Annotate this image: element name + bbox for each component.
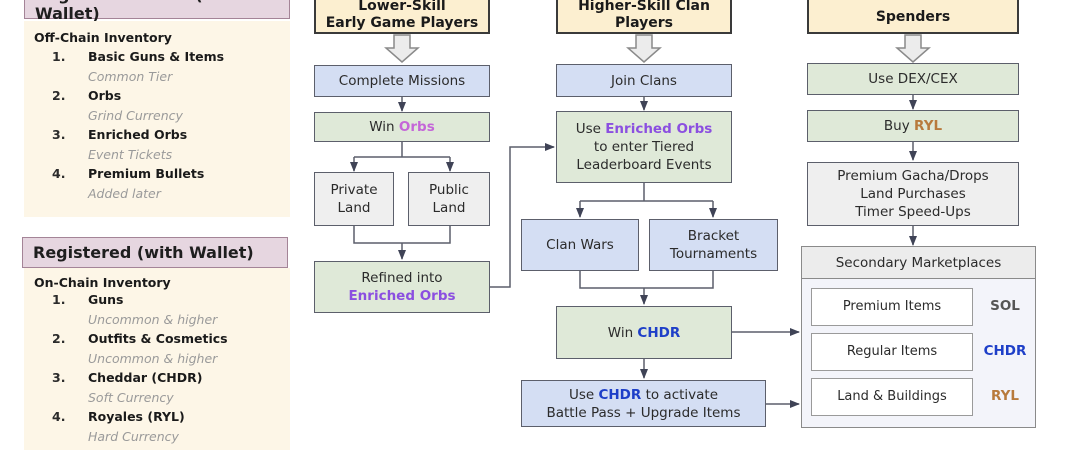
no-wallet-panel-title: Registered Users (No Wallet) — [24, 0, 290, 23]
use-chdr-battle-pass-box: Use CHDR to activate Battle Pass + Upgra… — [521, 380, 766, 427]
off-chain-inventory-title: Off-Chain Inventory — [34, 30, 172, 45]
hollow-arrow-col2 — [626, 34, 662, 63]
hollow-arrow-col3 — [895, 34, 931, 63]
inventory-item: 3.Cheddar (CHDR) Soft Currency — [52, 370, 203, 405]
win-orbs-box: Win Orbs — [314, 112, 490, 142]
marketplace-currency: CHDR — [983, 343, 1027, 359]
marketplace-row: Premium Items SOL — [811, 288, 1031, 326]
refined-enriched-orbs-box: Refined into Enriched Orbs — [314, 261, 490, 313]
inventory-item: 1.Basic Guns & Items Common Tier — [52, 49, 225, 84]
public-land-box: Public Land — [408, 172, 490, 226]
with-wallet-panel: On-Chain Inventory 1.Guns Uncommon & hig… — [24, 268, 290, 450]
arrow-events-to-win — [579, 271, 714, 289]
spenders-header: Spenders — [807, 0, 1019, 34]
arrow-use-to-events — [580, 183, 713, 202]
win-chdr-box: Win CHDR — [556, 306, 732, 359]
lower-skill-players-header: Lower-Skill Early Game Players — [314, 0, 490, 34]
arrow-lands-to-refined — [353, 226, 451, 244]
use-enriched-orbs-box: Use Enriched Orbs to enter Tiered Leader… — [556, 111, 732, 183]
higher-skill-players-header: Higher-Skill Clan Players — [556, 0, 732, 34]
secondary-marketplaces-panel: Secondary Marketplaces Premium Items SOL… — [801, 246, 1036, 428]
marketplace-item: Land & Buildings — [811, 378, 973, 416]
inventory-item: 4.Premium Bullets Added later — [52, 166, 205, 201]
marketplace-currency: RYL — [990, 388, 1020, 404]
inventory-item: 2.Outfits & Cosmetics Uncommon & higher — [52, 331, 228, 366]
private-land-box: Private Land — [314, 172, 394, 226]
inventory-item: 4.Royales (RYL) Hard Currency — [52, 409, 185, 444]
arrow-win-to-lands — [354, 142, 450, 158]
use-dex-cex-box: Use DEX/CEX — [807, 63, 1019, 95]
join-clans-box: Join Clans — [556, 64, 732, 97]
marketplaces-title: Secondary Marketplaces — [802, 247, 1035, 279]
buy-ryl-box: Buy RYL — [807, 110, 1019, 142]
complete-missions-box: Complete Missions — [314, 65, 490, 97]
marketplace-item: Premium Items — [811, 288, 973, 326]
premium-purchases-box: Premium Gacha/Drops Land Purchases Timer… — [807, 162, 1019, 226]
clan-wars-box: Clan Wars — [521, 219, 639, 271]
inventory-item: 1.Guns Uncommon & higher — [52, 292, 218, 327]
inventory-item: 3.Enriched Orbs Event Tickets — [52, 127, 188, 162]
no-wallet-panel: Off-Chain Inventory 1.Basic Guns & Items… — [24, 21, 290, 217]
bracket-tournaments-box: Bracket Tournaments — [649, 219, 778, 271]
marketplace-row: Regular Items CHDR — [811, 333, 1031, 371]
inventory-item: 2.Orbs Grind Currency — [52, 88, 183, 123]
marketplace-row: Land & Buildings RYL — [811, 378, 1031, 416]
hollow-arrow-col1 — [384, 34, 420, 63]
no-wallet-title: Registered Users (No Wallet) — [35, 0, 227, 23]
marketplace-currency: SOL — [990, 298, 1020, 314]
with-wallet-title: Registered (with Wallet) — [33, 243, 254, 262]
with-wallet-panel-title: Registered (with Wallet) — [22, 237, 288, 268]
on-chain-inventory-title: On-Chain Inventory — [34, 275, 171, 290]
arrow-refined-to-use — [490, 143, 555, 288]
marketplace-item: Regular Items — [811, 333, 973, 371]
